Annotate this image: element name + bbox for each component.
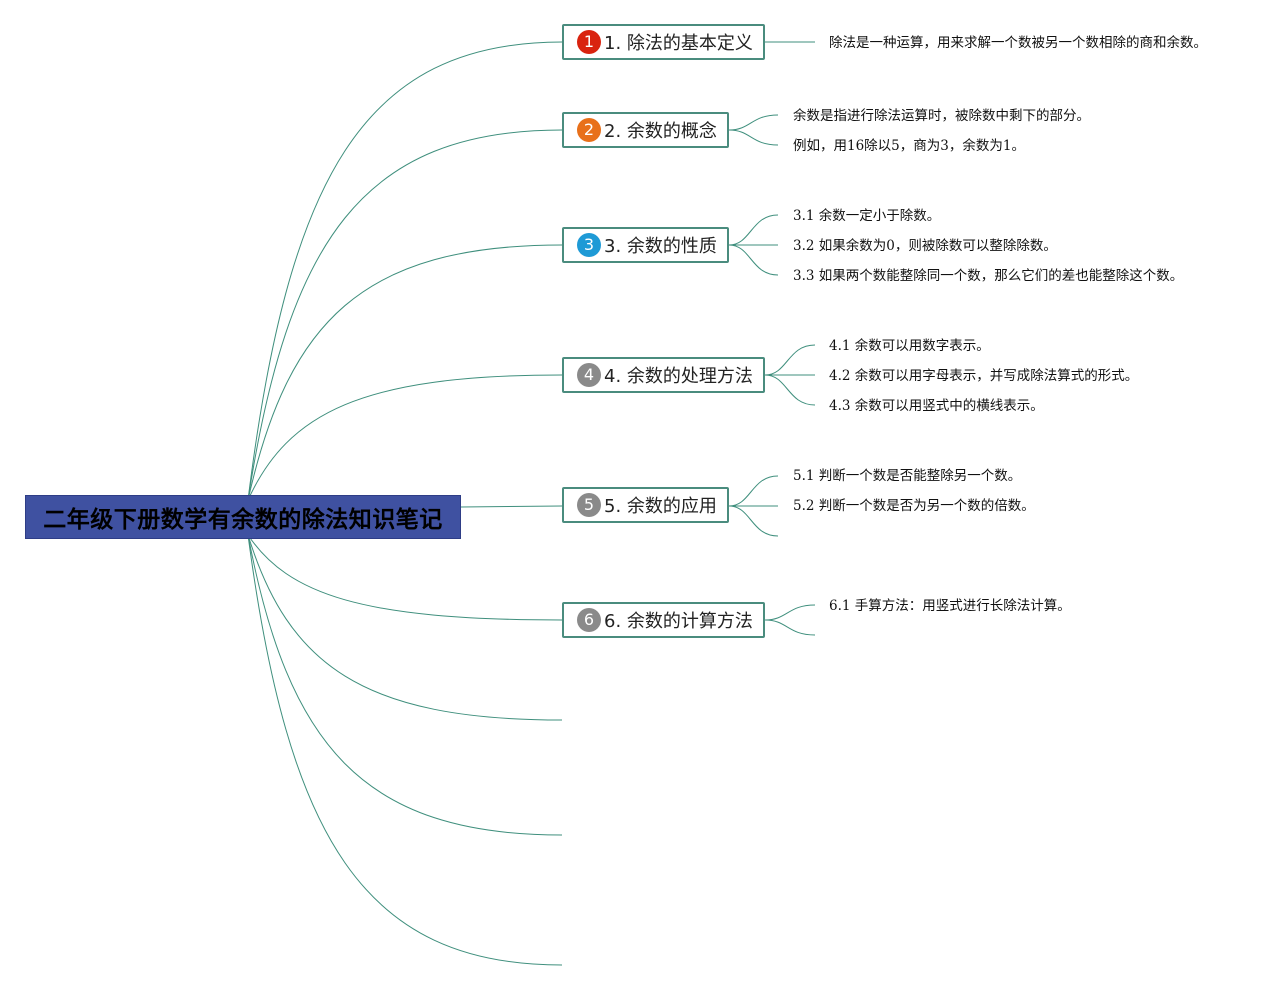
number-2-icon: 2 [577,118,601,142]
detail-connector-line [764,619,816,636]
root-branch-line [247,534,563,721]
topic-node-6[interactable]: 6 6. 余数的计算方法 [562,602,765,638]
number-4-icon: 4 [577,363,601,387]
root-branch-line [460,505,563,508]
detail-item[interactable]: 余数是指进行除法运算时，被除数中剩下的部分。 [793,108,1090,124]
detail-item[interactable]: 3.1 余数一定小于除数。 [793,208,941,224]
detail-connector-line [728,214,779,246]
topic-label: 5. 余数的应用 [604,496,717,517]
topic-label: 1. 除法的基本定义 [604,33,753,54]
topic-node-5[interactable]: 5 5. 余数的应用 [562,487,729,523]
root-topic[interactable]: 二年级下册数学有余数的除法知识笔记 [25,495,461,539]
detail-item[interactable]: 4.3 余数可以用竖式中的横线表示。 [829,398,1044,414]
root-branch-line [247,374,563,501]
number-3-icon: 3 [577,233,601,257]
number-1-icon: 1 [577,30,601,54]
topic-node-1[interactable]: 1 1. 除法的基本定义 [562,24,765,60]
detail-item[interactable]: 4.1 余数可以用数字表示。 [829,338,990,354]
topic-node-4[interactable]: 4 4. 余数的处理方法 [562,357,765,393]
root-topic-label: 二年级下册数学有余数的除法知识笔记 [43,507,443,533]
topic-node-3[interactable]: 3 3. 余数的性质 [562,227,729,263]
topic-node-2[interactable]: 2 2. 余数的概念 [562,112,729,148]
root-branch-line [247,534,563,621]
detail-connector-line [728,129,779,146]
detail-connector-line [764,604,816,621]
topic-label: 2. 余数的概念 [604,121,717,142]
root-branch-line [247,129,563,501]
root-branch-line [247,534,563,966]
detail-item[interactable]: 5.1 判断一个数是否能整除另一个数。 [793,468,1022,484]
root-branch-line [247,41,563,501]
number-5-icon: 5 [577,493,601,517]
detail-connector-line [728,505,779,537]
detail-connector-line [764,344,816,376]
detail-item[interactable]: 3.3 如果两个数能整除同一个数，那么它们的差也能整除这个数。 [793,268,1184,284]
detail-item[interactable]: 6.1 手算方法：用竖式进行长除法计算。 [829,598,1071,614]
detail-connector-line [728,475,779,507]
topic-label: 3. 余数的性质 [604,236,717,257]
detail-item[interactable]: 4.2 余数可以用字母表示，并写成除法算式的形式。 [829,368,1139,384]
detail-item[interactable]: 除法是一种运算，用来求解一个数被另一个数相除的商和余数。 [829,35,1207,51]
detail-item[interactable]: 例如，用16除以5，商为3，余数为1。 [793,138,1025,154]
detail-connector-line [728,114,779,131]
topic-label: 6. 余数的计算方法 [604,611,753,632]
detail-connector-line [728,244,779,276]
number-6-icon: 6 [577,608,601,632]
topic-label: 4. 余数的处理方法 [604,366,753,387]
detail-connector-line [764,374,816,406]
root-branch-line [247,244,563,501]
detail-item[interactable]: 3.2 如果余数为0，则被除数可以整除除数。 [793,238,1057,254]
detail-item[interactable]: 5.2 判断一个数是否为另一个数的倍数。 [793,498,1035,514]
root-branch-line [247,534,563,836]
